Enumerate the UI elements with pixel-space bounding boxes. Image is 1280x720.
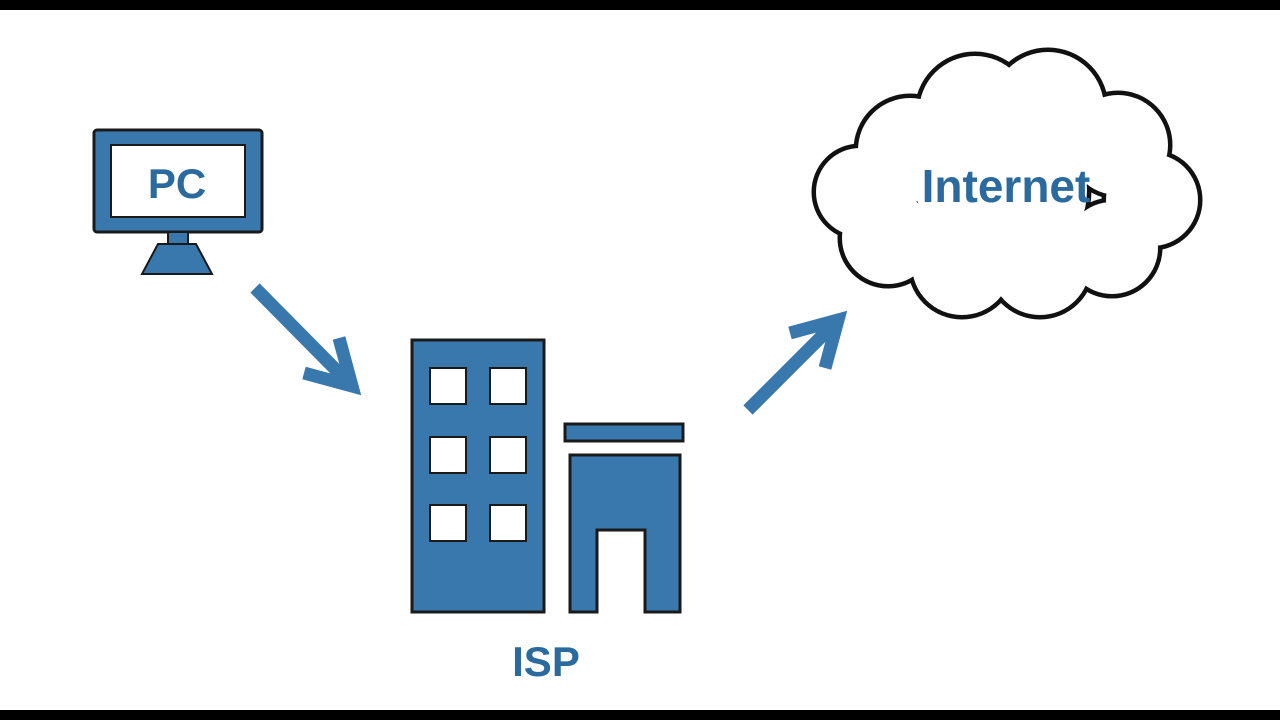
monitor-stand	[140, 243, 214, 275]
letterbox-bottom-bar	[0, 710, 1280, 720]
building-windows	[429, 367, 527, 542]
window	[489, 436, 527, 474]
window	[489, 504, 527, 542]
monitor-screen	[110, 144, 246, 218]
internet-label: Internet	[922, 160, 1091, 212]
arrow-shaft	[250, 283, 349, 383]
letterbox-top-bar	[0, 0, 1280, 10]
pc-node: PC	[92, 128, 264, 275]
isp-label: ISP	[512, 638, 580, 685]
internet-node: Internet	[816, 52, 1198, 315]
pc-label: PC	[148, 160, 206, 207]
isp-building-icon	[410, 338, 685, 614]
arrow-shaft	[743, 323, 835, 415]
arrow-head	[788, 310, 848, 370]
window	[429, 367, 467, 405]
arrow-up-right-icon	[743, 310, 848, 415]
pc-monitor-icon	[92, 128, 264, 275]
monitor-neck	[167, 231, 189, 245]
window	[429, 504, 467, 542]
annex-roof	[563, 422, 685, 443]
isp-node: ISP	[410, 338, 685, 685]
arrow-down-right-icon	[250, 283, 362, 396]
building-annex	[568, 453, 682, 614]
window	[429, 436, 467, 474]
arrow-head	[302, 336, 362, 396]
window	[489, 367, 527, 405]
